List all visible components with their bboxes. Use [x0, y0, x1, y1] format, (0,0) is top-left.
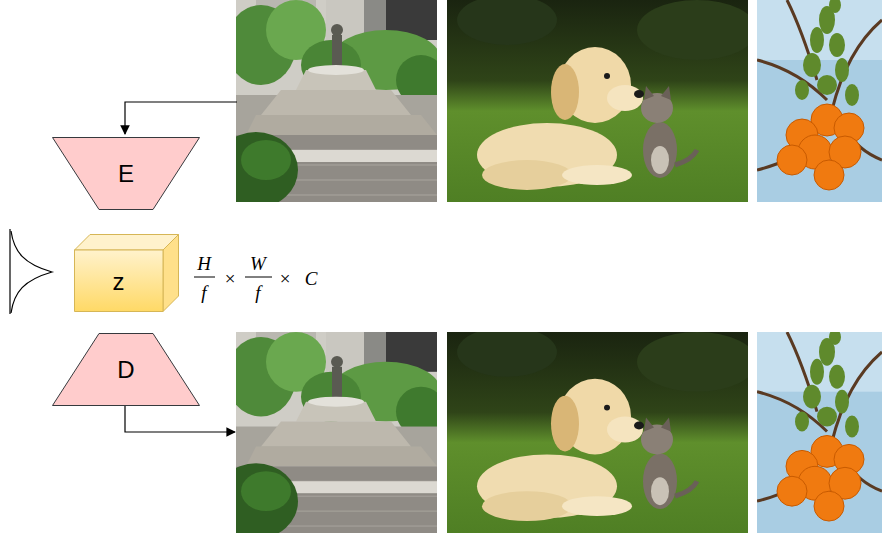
latent-cube: z — [74, 234, 179, 312]
cube-outline — [74, 234, 179, 312]
block-letter: z — [74, 251, 163, 312]
encoder-block: E — [52, 137, 200, 210]
dimension-symbol: W — [250, 254, 266, 273]
dimension-symbol: f — [255, 283, 260, 302]
dimension-symbol: H — [197, 254, 211, 273]
decoder-block: D — [52, 333, 200, 406]
dimension-symbol: C — [305, 269, 318, 288]
block-letter: E — [52, 137, 200, 210]
dimension-symbol: × — [225, 269, 236, 288]
dimension-symbol: × — [280, 269, 291, 288]
dimension-symbol: f — [201, 283, 206, 302]
block-letter: D — [52, 333, 200, 406]
